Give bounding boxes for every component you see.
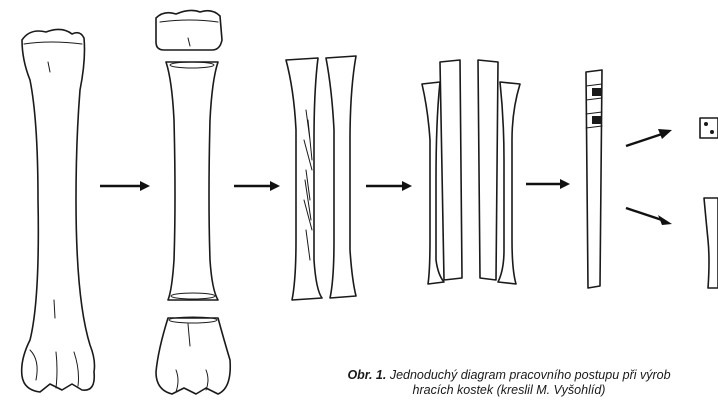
marked-rod: [586, 70, 602, 288]
arrow-2: [234, 181, 280, 191]
cut-epiphysis-bottom: [156, 317, 230, 394]
caption-line-2: hracích kostek (kreslil M. Vyšohlíd): [300, 383, 718, 398]
figure-caption: Obr. 1. Jednoduchý diagram pracovního po…: [300, 368, 718, 398]
arrow-6: [626, 208, 672, 225]
arrow-3: [366, 181, 412, 191]
whole-bone: [22, 29, 95, 392]
arrow-4: [526, 179, 570, 189]
arrow-1: [100, 181, 150, 191]
caption-label: Obr. 1.: [347, 368, 386, 382]
bone-strips: [422, 60, 520, 284]
split-diaphysis-right: [326, 56, 356, 298]
caption-line-1: Jednoduchý diagram pracovního postupu př…: [390, 368, 671, 382]
remaining-rod: [704, 198, 718, 288]
split-diaphysis-left: [286, 58, 322, 300]
arrow-5: [626, 129, 672, 146]
cut-diaphysis: [166, 62, 218, 300]
cut-epiphysis-top: [156, 10, 222, 50]
finished-die: [700, 118, 718, 138]
